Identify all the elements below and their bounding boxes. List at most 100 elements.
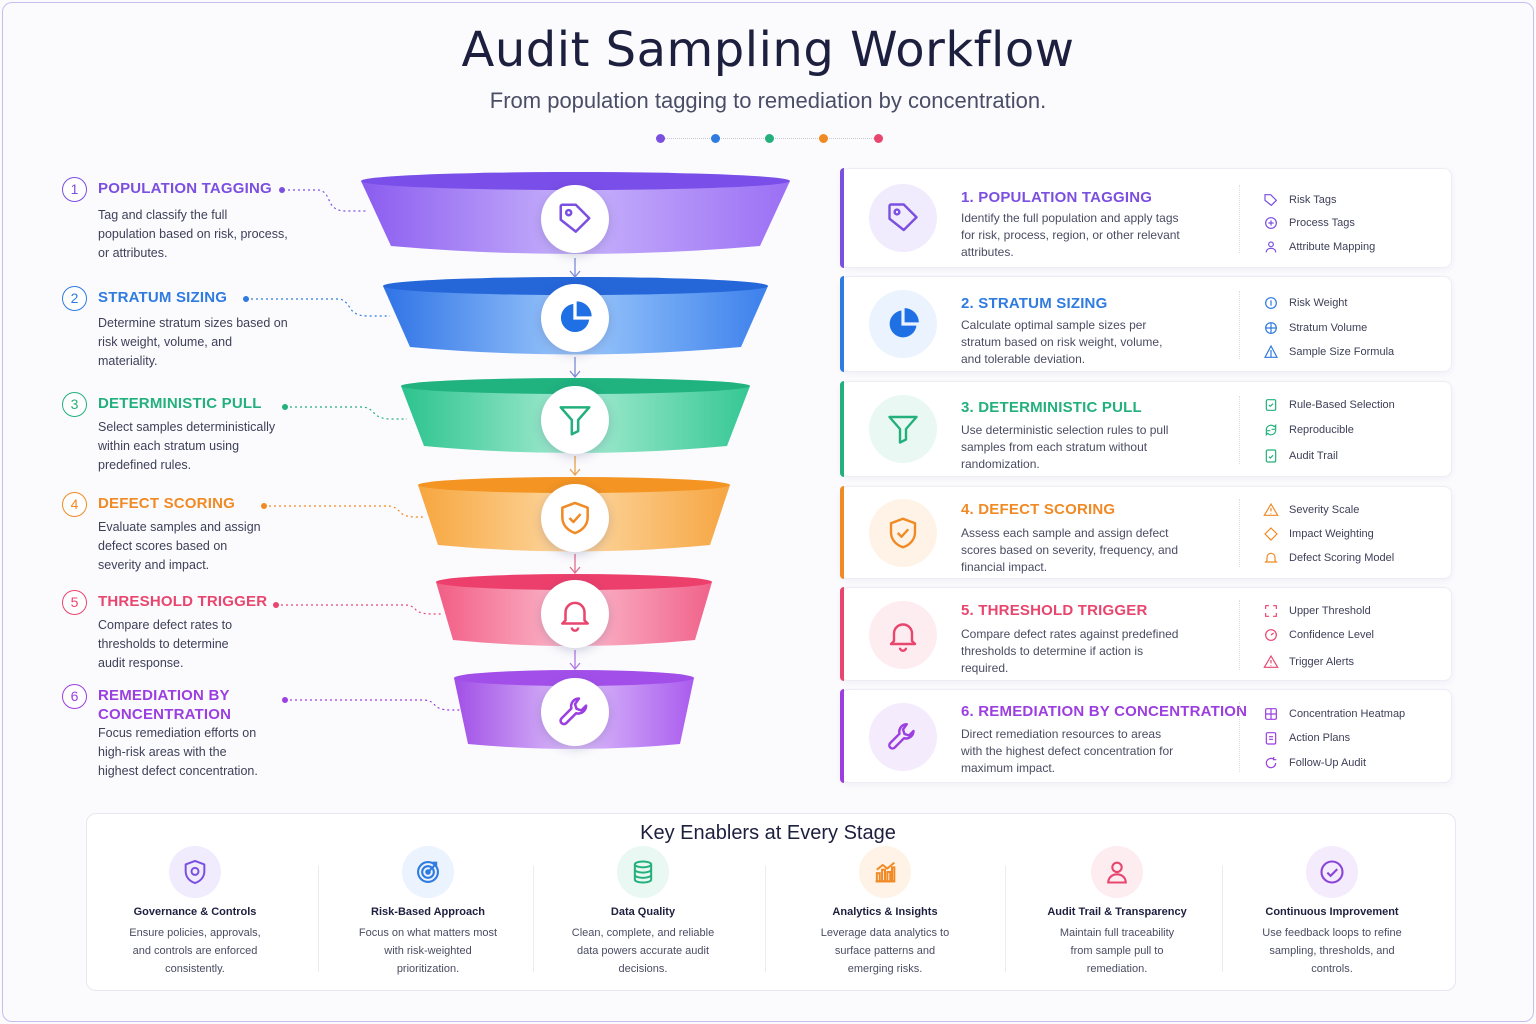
card-description: Compare defect rates against predefined … [961, 627, 1179, 675]
loop-icon [1265, 757, 1277, 769]
stage-name: THRESHOLD TRIGGER [98, 593, 268, 610]
feature-sample-size-formula: Sample Size Formula [1263, 344, 1394, 360]
feature-reproducible: Reproducible [1263, 422, 1354, 438]
warning-icon [1263, 502, 1279, 516]
enabler-description: Leverage data analytics to surface patte… [820, 927, 950, 975]
stage-description: Select samples deterministically within … [98, 420, 276, 472]
diamond-icon [1264, 527, 1278, 541]
stage-description: Evaluate samples and assign defect score… [98, 520, 261, 572]
enabler-name: Risk-Based Approach [371, 906, 485, 918]
card-title: 4. DEFECT SCORING [961, 501, 1116, 518]
enabler-description: Use feedback loops to refine sampling, t… [1262, 927, 1402, 975]
stage-number: 4 [62, 492, 87, 517]
bell-icon [1264, 552, 1278, 563]
stage-card-1: 1. POPULATION TAGGING Identify the full … [840, 168, 1452, 268]
card-description: Use deterministic selection rules to pul… [961, 423, 1169, 471]
feature-rule-based-selection: Rule-Based Selection [1263, 397, 1395, 413]
database-icon [617, 846, 669, 898]
stage-number: 1 [62, 177, 87, 202]
wrench-icon [869, 703, 937, 771]
enabler-name: Data Quality [610, 906, 676, 918]
stage-name: DEFECT SCORING [98, 495, 235, 512]
shield-icon [169, 846, 221, 898]
enabler-governance: Governance & Controls Ensure policies, a… [100, 846, 290, 978]
stage-description: Compare defect rates to thresholds to de… [98, 618, 233, 670]
stage-number: 3 [62, 392, 87, 417]
check-circle-icon [1306, 846, 1358, 898]
feature-audit-trail: Audit Trail [1263, 448, 1338, 464]
card-title: 6. REMEDIATION BY CONCENTRATION [961, 703, 1248, 720]
stage-description: Determine stratum sizes based on risk we… [98, 316, 288, 368]
feature-severity-scale: Severity Scale [1263, 502, 1359, 518]
stage-card-3: 3. DETERMINISTIC PULL Use deterministic … [840, 381, 1452, 477]
frame-icon [1265, 605, 1277, 617]
document-icon [1265, 449, 1277, 463]
people-icon [1265, 241, 1277, 253]
enabler-analytics: Analytics & Insights Leverage data analy… [790, 846, 980, 978]
funnel-shield-check-icon [541, 484, 609, 552]
feature-follow-up-audit: Follow-Up Audit [1263, 755, 1366, 771]
card-title: 2. STRATUM SIZING [961, 295, 1108, 312]
bar-chart-icon [859, 846, 911, 898]
funnel-pie-chart-icon [541, 284, 609, 352]
feature-impact-weighting: Impact Weighting [1263, 526, 1374, 542]
bell-icon [869, 601, 937, 669]
feature-action-plans: Action Plans [1263, 730, 1350, 746]
page-subtitle: From population tagging to remediation b… [489, 88, 1047, 113]
stage-number: 6 [62, 684, 87, 709]
feature-upper-threshold: Upper Threshold [1263, 603, 1371, 619]
tag-icon [1264, 194, 1278, 207]
clipboard-icon [1265, 732, 1277, 745]
enabler-description: Clean, complete, and reliable data power… [571, 927, 715, 975]
enabler-description: Maintain full traceability from sample p… [1059, 927, 1175, 975]
enabler-name: Audit Trail & Transparency [1047, 906, 1187, 918]
card-title: 3. DETERMINISTIC PULL [961, 399, 1142, 416]
enabler-name: Governance & Controls [133, 906, 257, 918]
stage-card-6: 6. REMEDIATION BY CONCENTRATION Direct r… [840, 689, 1452, 783]
card-title: 1. POPULATION TAGGING [961, 189, 1153, 206]
feature-risk-weight: Risk Weight [1263, 295, 1347, 311]
feature-trigger-alerts: Trigger Alerts [1263, 654, 1354, 670]
stage-card-2: 2. STRATUM SIZING Calculate optimal samp… [840, 276, 1452, 372]
formula-icon [1264, 344, 1278, 358]
feature-defect-scoring-model: Defect Scoring Model [1263, 550, 1394, 566]
decorative-dots [652, 134, 892, 146]
pie-chart-icon [869, 290, 937, 358]
stage-card-4: 4. DEFECT SCORING Assess each sample and… [840, 486, 1452, 579]
stage-name: STRATUM SIZING [98, 289, 228, 306]
enabler-data-quality: Data Quality Clean, complete, and reliab… [548, 846, 738, 978]
stage-name: POPULATION TAGGING [98, 180, 272, 197]
enabler-name: Continuous Improvement [1265, 906, 1399, 918]
stage-name: REMEDIATION BY CONCENTRATION [98, 687, 232, 723]
stage-description: Focus remediation efforts on high-risk a… [98, 726, 258, 778]
enabler-audit-trail: Audit Trail & Transparency Maintain full… [1022, 846, 1212, 978]
enabler-risk-based: Risk-Based Approach Focus on what matter… [333, 846, 523, 978]
checklist-icon [1265, 399, 1277, 411]
feature-confidence-level: Confidence Level [1263, 627, 1374, 643]
flow-arrows [569, 258, 581, 671]
weight-icon [1265, 297, 1277, 309]
funnel-icon [869, 395, 937, 463]
page-title: Audit Sampling Workflow [461, 22, 1075, 78]
target-icon [402, 846, 454, 898]
feature-process-tags: Process Tags [1263, 215, 1355, 231]
funnel-funnel-icon [541, 386, 609, 454]
feature-risk-tags: Risk Tags [1263, 192, 1336, 208]
warning-icon [1263, 654, 1279, 668]
card-description: Calculate optimal sample sizes per strat… [961, 318, 1163, 366]
feature-attribute-mapping: Attribute Mapping [1263, 239, 1375, 255]
feature-concentration-heatmap: Concentration Heatmap [1263, 706, 1405, 722]
stage-number: 2 [62, 286, 87, 311]
card-title: 5. THRESHOLD TRIGGER [961, 602, 1148, 619]
enabler-description: Focus on what matters most with risk-wei… [358, 927, 498, 975]
card-description: Assess each sample and assign defect sco… [961, 526, 1179, 574]
enablers-title: Key Enablers at Every Stage [640, 822, 896, 844]
enabler-description: Ensure policies, approvals, and controls… [129, 927, 261, 975]
feature-stratum-volume: Stratum Volume [1263, 320, 1367, 336]
funnel-tag-icon [541, 185, 609, 253]
user-icon [1091, 846, 1143, 898]
enablers-panel [86, 813, 1456, 991]
stage-name: DETERMINISTIC PULL [98, 395, 262, 412]
cycle-icon [1265, 217, 1277, 229]
enabler-continuous-improvement: Continuous Improvement Use feedback loop… [1237, 846, 1427, 978]
